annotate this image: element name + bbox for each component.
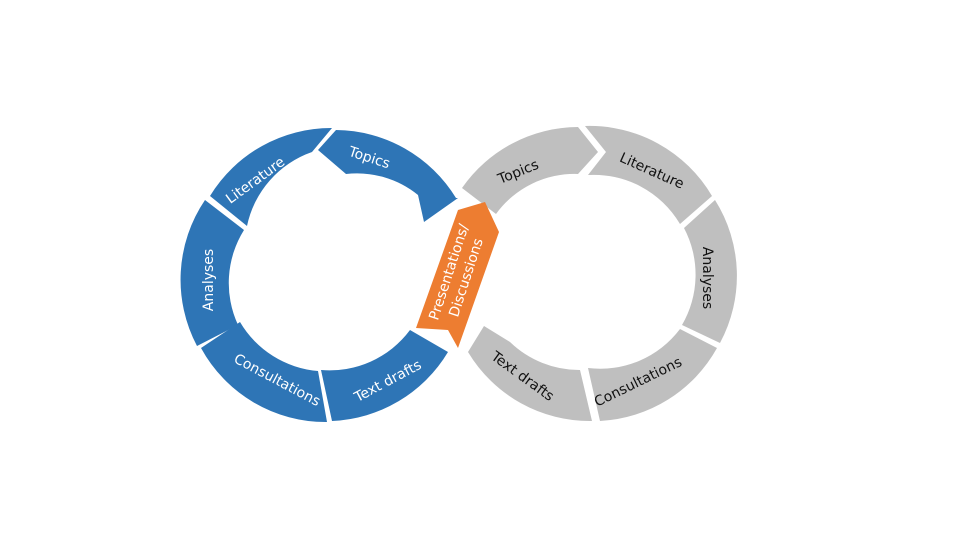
- left-label-analyses: Analyses: [201, 249, 217, 311]
- right-loop: Topics Literature Analyses Consultations…: [462, 125, 737, 422]
- left-segment-literature: [210, 127, 332, 226]
- right-segment-literature: [585, 125, 712, 224]
- right-label-analyses: Analyses: [699, 247, 715, 309]
- right-segment-consultations: [588, 329, 717, 421]
- left-segment-topics: [318, 130, 458, 222]
- right-segment-analyses: [682, 200, 737, 343]
- right-segment-topics: [462, 127, 598, 214]
- left-segment-consultations: [201, 322, 327, 423]
- bridge-segment-presentations-discussions: [416, 202, 499, 348]
- left-segment-text-drafts: [321, 330, 448, 421]
- right-segment-text-drafts: [468, 326, 592, 422]
- left-segment-analyses: [180, 200, 244, 346]
- bridge-arrow: Presentations/ Discussions: [416, 202, 499, 348]
- left-loop: Topics Literature Analyses Consultations…: [180, 127, 458, 423]
